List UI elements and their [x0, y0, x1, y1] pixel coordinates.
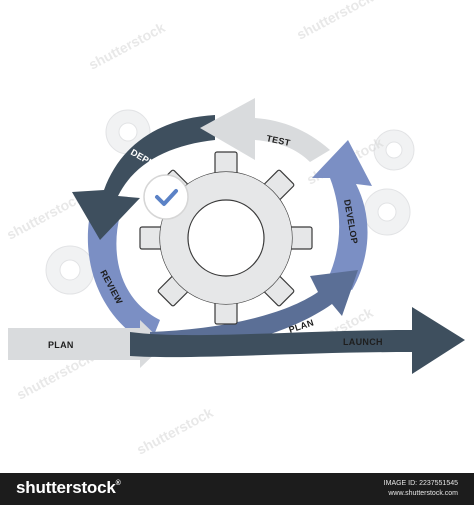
gear-icon: [363, 188, 411, 236]
test-arrow: [200, 98, 330, 162]
review-arrow: [87, 205, 160, 345]
watermark-text: shutterstock: [4, 189, 86, 243]
gear-icon: [45, 245, 95, 295]
watermark-text: shutterstock: [86, 19, 168, 73]
footer-meta: IMAGE ID: 2237551545 www.shutterstock.co…: [384, 479, 458, 499]
site-url: www.shutterstock.com: [388, 490, 458, 497]
label-test: TEST: [266, 133, 292, 148]
plan-arc-arrow: [150, 270, 358, 356]
plan-left-arrow: [8, 320, 165, 368]
watermark-text: shutterstock: [294, 0, 376, 43]
image-id: IMAGE ID: 2237551545: [383, 480, 458, 487]
checkmark-icon: [155, 189, 178, 206]
develop-arrow: [312, 140, 372, 290]
watermark-text: shutterstock: [134, 404, 216, 458]
footer-brand: shutterstock®: [16, 478, 121, 497]
label-launch: LAUNCH: [343, 337, 383, 347]
gear-icon: [373, 129, 415, 171]
launch-arrow: [130, 307, 465, 374]
checkmark-badge: [143, 174, 189, 220]
gear-icon: [139, 151, 313, 325]
deploy-arrow: [72, 115, 215, 240]
label-plan-left: PLAN: [48, 340, 74, 350]
footer-bar: shutterstock® IMAGE ID: 2237551545 www.s…: [0, 473, 474, 505]
